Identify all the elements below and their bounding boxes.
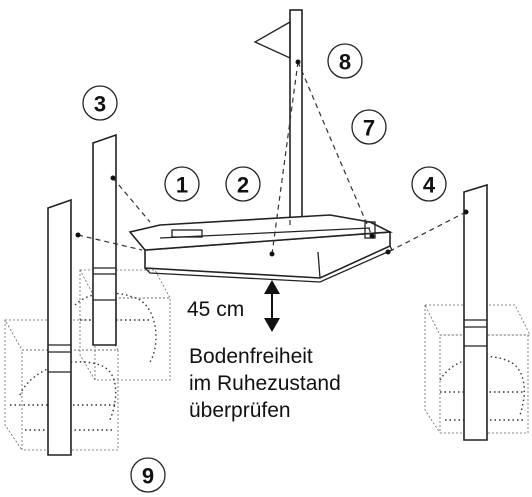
callout-8: 8 <box>327 43 363 79</box>
callout-7-text: 7 <box>363 116 375 141</box>
callout-4: 4 <box>411 166 447 202</box>
callout-2: 2 <box>225 166 261 202</box>
tension-cords <box>77 177 467 253</box>
pole-left-rear <box>92 133 117 346</box>
callout-1: 1 <box>164 166 200 202</box>
callout-8-text: 8 <box>339 50 351 75</box>
callout-4-text: 4 <box>423 173 436 198</box>
callout-7: 7 <box>351 109 387 145</box>
callout-3-text: 3 <box>94 92 106 117</box>
pole-right <box>463 183 488 441</box>
rigging <box>271 61 373 255</box>
callout-1-text: 1 <box>176 173 188 198</box>
callout-3: 3 <box>82 85 118 121</box>
callout-9: 9 <box>130 457 166 493</box>
note-line-1: Bodenfreiheit <box>189 345 313 368</box>
callout-2-text: 2 <box>237 173 249 198</box>
attachment-points <box>75 59 469 257</box>
right-concrete <box>439 355 525 421</box>
pole-left-front <box>47 198 72 456</box>
boat <box>128 9 393 283</box>
note-line-2: im Ruhezustand <box>189 372 341 395</box>
note-line-3: überprüfen <box>189 399 291 422</box>
clearance-arrow <box>264 280 280 332</box>
callout-9-text: 9 <box>142 464 154 489</box>
clearance-measure: 45 cm <box>187 298 244 321</box>
left-concrete <box>10 292 157 431</box>
